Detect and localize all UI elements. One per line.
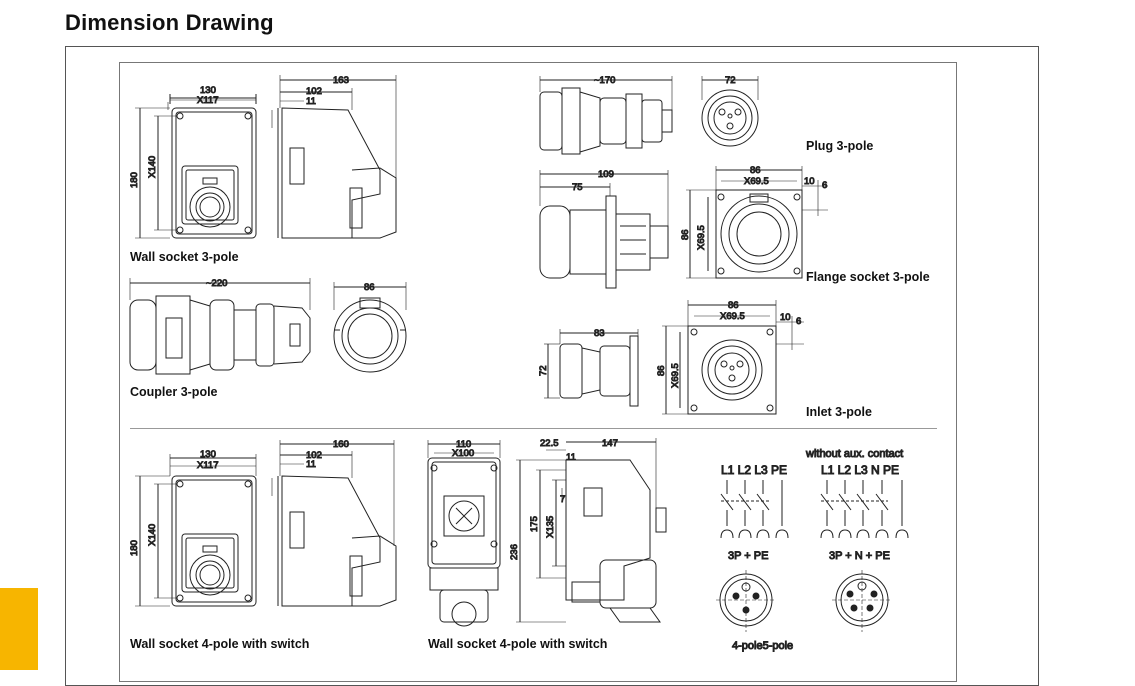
ws3-dim-x117: X117 (197, 95, 218, 106)
section-divider (130, 428, 937, 429)
flange-dim-86: 86 (750, 165, 761, 176)
ws3-dim-11: 11 (306, 96, 316, 107)
coupler-3pole-side (129, 278, 311, 375)
ws4b-dim-147: 147 (602, 438, 618, 449)
flange-dim-6: 6 (822, 180, 827, 191)
dimension-drawings: 130 X117 180 X140 163 102 11 ~220 (129, 75, 909, 653)
plug-3pole-side (539, 76, 673, 155)
inlet-3pole-front (662, 300, 804, 415)
plug-dim-72: 72 (725, 75, 736, 86)
accent-bar (0, 588, 38, 670)
ws4-dim-180: 180 (129, 540, 140, 556)
schematic-left-caption: 3P + PE (728, 550, 768, 562)
wall-socket-4pole-switch-side (516, 438, 667, 623)
label-wall-socket-3pole: Wall socket 3-pole (130, 250, 239, 264)
wall-socket-4pole-side (271, 440, 397, 607)
wall-socket-3pole-front (135, 94, 257, 239)
wall-socket-4pole-switch-front (427, 440, 501, 627)
inlet-dim-83: 83 (594, 328, 605, 339)
plug-dim-170: ~170 (594, 75, 615, 86)
inlet-dim-x695: X69.5 (720, 311, 745, 322)
ws4-dim-x140: X140 (147, 524, 158, 546)
flange-socket-3pole-front (686, 166, 828, 279)
label-coupler-3pole: Coupler 3-pole (130, 385, 218, 399)
ws4b-dim-110: 110 (456, 439, 471, 450)
flange-dim-10: 10 (804, 176, 815, 187)
ws4b-dim-175: 175 (529, 516, 540, 532)
ws4b-dim-11: 11 (566, 452, 576, 463)
ws4-dim-102: 102 (306, 450, 322, 461)
label-plug-3pole: Plug 3-pole (806, 139, 874, 153)
inlet-3pole-side (544, 329, 639, 407)
ws4b-dim-x100: X100 (452, 448, 474, 459)
ws3-dim-163: 163 (333, 75, 349, 86)
ws4b-dim-236: 236 (509, 544, 520, 560)
label-wall-socket-4pole-switch-a: Wall socket 4-pole with switch (130, 637, 310, 651)
flange-dim-75: 75 (572, 182, 583, 193)
pole-caption: 4-pole5-pole (732, 640, 793, 652)
inlet-dim-86: 86 (728, 300, 739, 311)
coupler-dim-220: ~220 (206, 278, 227, 289)
ws4-dim-x117: X117 (197, 460, 218, 471)
plug-3pole-front (701, 76, 759, 147)
switch-schematic-3p-pe (720, 480, 789, 539)
coupler-dim-86: 86 (364, 282, 375, 293)
ws3-dim-102: 102 (306, 86, 322, 97)
ws4b-dim-7: 7 (560, 494, 565, 505)
ws4b-dim-225: 22.5 (540, 438, 559, 449)
schematic-right-caption: 3P + N + PE (829, 550, 890, 562)
schematic-right-heading: without aux. contact (805, 448, 903, 460)
ws4b-dim-x135: X135 (545, 516, 556, 538)
coupler-3pole-front (333, 282, 407, 373)
label-wall-socket-4pole-switch-b: Wall socket 4-pole with switch (428, 637, 608, 651)
flange-dim-hx695: X69.5 (696, 225, 707, 250)
flange-socket-3pole-side (539, 170, 669, 289)
ws3-dim-130: 130 (200, 85, 216, 96)
inlet-dim-6: 6 (796, 316, 801, 327)
ws4-dim-160: 160 (333, 439, 349, 450)
inlet-dim-h86: 86 (656, 365, 667, 376)
inlet-dim-72: 72 (538, 365, 549, 376)
pole-face-4pole (716, 570, 776, 632)
wall-socket-3pole-side (271, 75, 397, 239)
ws4-dim-11: 11 (306, 459, 316, 470)
label-inlet-3pole: Inlet 3-pole (806, 405, 872, 419)
wall-socket-4pole-front (135, 454, 257, 607)
switch-schematic-3p-n-pe (820, 480, 909, 539)
pole-face-5pole (832, 570, 892, 632)
flange-dim-x695: X69.5 (744, 176, 769, 187)
inlet-dim-hx695: X69.5 (670, 363, 681, 388)
schematic-right-wires: L1 L2 L3 N PE (821, 463, 899, 477)
schematic-left-wires: L1 L2 L3 PE (721, 463, 787, 477)
label-flange-socket-3pole: Flange socket 3-pole (806, 270, 930, 284)
ws4-dim-130: 130 (200, 449, 216, 460)
flange-dim-h86: 86 (680, 229, 691, 240)
flange-dim-109: 109 (598, 169, 614, 180)
ws3-dim-180: 180 (129, 172, 140, 188)
inlet-dim-10: 10 (780, 312, 791, 323)
page-title: Dimension Drawing (65, 10, 274, 35)
ws3-dim-x140: X140 (147, 156, 158, 178)
